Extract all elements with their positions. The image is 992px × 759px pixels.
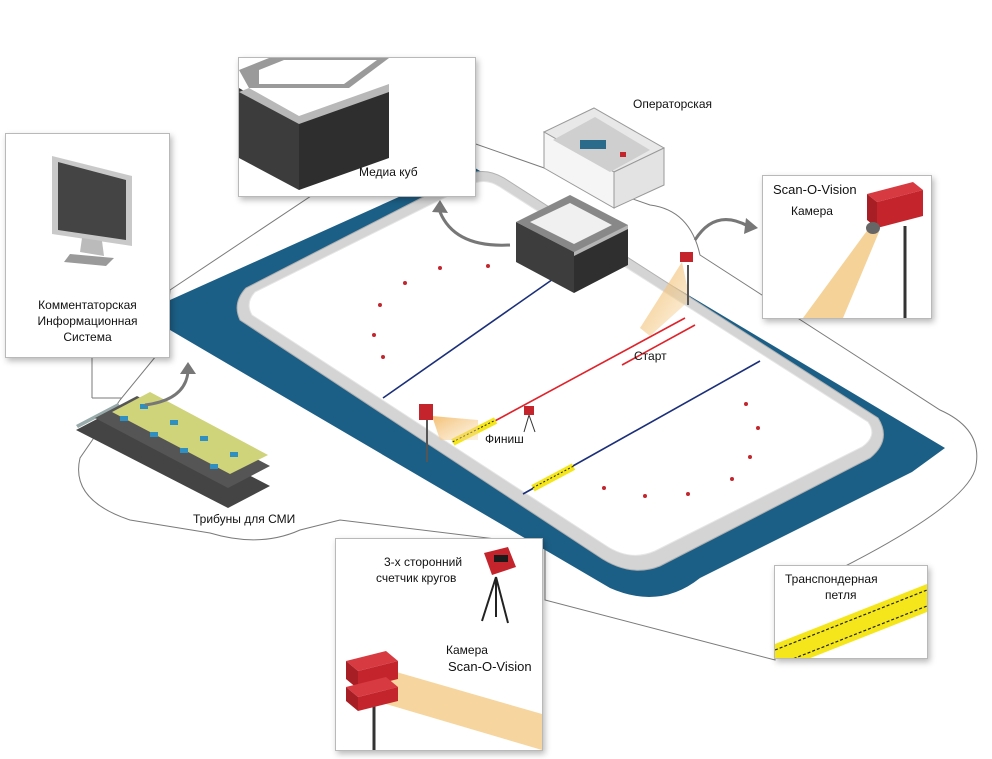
lap-counter-illustration bbox=[346, 547, 542, 750]
lap-counter-panel: 3-х сторонний счетчик кругов Камера Scan… bbox=[335, 538, 543, 751]
media-cube-panel: Медиа куб bbox=[238, 57, 476, 197]
transponder-line2: петля bbox=[825, 588, 857, 602]
faceoff-dots bbox=[372, 264, 760, 498]
commentator-panel: Комментаторская Информационная Система bbox=[5, 133, 170, 358]
commentator-line2: Информационная bbox=[37, 314, 138, 328]
lap-counter-line2: счетчик кругов bbox=[376, 571, 457, 585]
commentator-line1: Комментаторская bbox=[38, 298, 137, 312]
camera-brand-label: Scan-O-Vision bbox=[448, 659, 532, 674]
media-cube-illustration bbox=[239, 58, 389, 190]
monitor-icon bbox=[52, 156, 132, 266]
start-camera-model bbox=[640, 252, 693, 336]
lap-counter-line1: 3-х сторонний bbox=[384, 555, 463, 569]
red-line-2 bbox=[621, 324, 696, 366]
transponder-loop-illustration bbox=[775, 584, 927, 658]
transponder-panel: Транспондерная петля bbox=[774, 565, 928, 659]
blue-line-top bbox=[382, 269, 567, 399]
media-cube-model bbox=[516, 195, 628, 293]
scan-camera-title: Scan-O-Vision bbox=[773, 182, 857, 197]
loop-mid bbox=[531, 463, 576, 492]
commentator-line3: Система bbox=[63, 330, 112, 344]
finish-label: Финиш bbox=[485, 432, 524, 446]
camera-ru-label: Камера bbox=[446, 643, 488, 657]
scan-camera-illustration bbox=[803, 182, 923, 318]
press-stands-model bbox=[76, 392, 270, 508]
arrow-to-scan-camera bbox=[693, 218, 749, 241]
media-cube-label: Медиа куб bbox=[359, 165, 418, 179]
operator-room-label: Операторская bbox=[633, 97, 712, 111]
scan-camera-sub: Камера bbox=[791, 204, 833, 218]
arrow-to-commentator bbox=[144, 371, 190, 407]
start-label: Старт bbox=[634, 349, 667, 363]
lap-counter-model bbox=[523, 406, 536, 433]
ice-surface bbox=[248, 181, 873, 556]
press-stands-label: Трибуны для СМИ bbox=[193, 512, 296, 526]
arrow-to-media-cube bbox=[438, 211, 511, 247]
transponder-line1: Транспондерная bbox=[785, 572, 878, 586]
finish-camera-model bbox=[419, 404, 478, 462]
operator-room-model bbox=[542, 107, 666, 209]
scan-camera-panel: Scan-O-Vision Камера bbox=[762, 175, 932, 319]
